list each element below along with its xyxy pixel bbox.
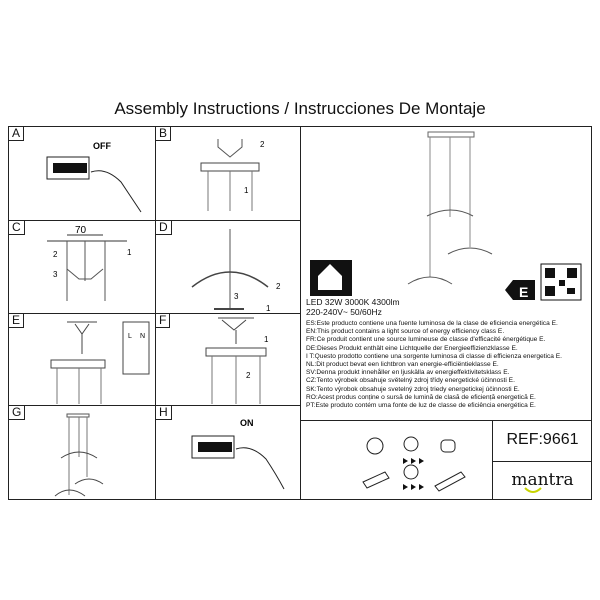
switch-off-illustration: OFF xyxy=(46,141,142,213)
statement: RO:Acest produs conține o sursă de lumin… xyxy=(306,393,536,401)
driver-replacement-icon xyxy=(434,471,466,492)
statement: SV:Denna produkt innehåller en ljuskälla… xyxy=(306,369,510,377)
svg-text:2: 2 xyxy=(276,282,281,291)
step-1: 1 xyxy=(244,186,249,195)
panel-label: H xyxy=(156,406,172,420)
dimension-70: 70 xyxy=(75,225,87,236)
off-text: OFF xyxy=(93,141,111,151)
driver-icon xyxy=(362,471,390,489)
statement: ES:Este producto contiene una fuente lum… xyxy=(306,320,558,327)
statement: FR:Ce produit contient une source lumine… xyxy=(306,336,546,344)
svg-text:1: 1 xyxy=(266,304,271,313)
svg-text:2: 2 xyxy=(246,371,251,380)
svg-text:L: L xyxy=(128,333,132,340)
svg-text:3: 3 xyxy=(53,270,58,279)
panel-label: A xyxy=(9,127,25,141)
product-illustration xyxy=(310,131,493,296)
technician-icon xyxy=(403,464,419,480)
panel-e: E L N xyxy=(8,313,156,406)
specs: LED 32W 3000K 4300lm 220-240V~ 50/60Hz xyxy=(306,297,400,317)
spec-power: LED 32W 3000K 4300lm xyxy=(306,297,400,307)
svg-text:3: 3 xyxy=(234,292,239,301)
panel-f: F 1 2 xyxy=(155,313,301,406)
statement: EN:This product contains a light source … xyxy=(306,328,505,336)
panel-label: F xyxy=(156,314,171,328)
recycling-icons xyxy=(362,436,466,492)
statement: PT:Este produto contém uma fonte de luz … xyxy=(306,402,536,410)
panel-a: A OFF xyxy=(8,126,156,221)
canopy-illustration: 2 1 xyxy=(200,139,265,211)
panel-b: B 2 1 xyxy=(155,126,301,221)
wiring-illustration: L N xyxy=(50,321,150,404)
on-text: ON xyxy=(240,418,254,428)
statement: SK:Tento výrobok obsahuje svetelný zdroj… xyxy=(306,385,520,393)
statement: I T:Questo prodotto contiene una sorgent… xyxy=(306,352,562,360)
svg-text:N: N xyxy=(140,333,145,340)
statement: CZ:Tento výrobek obsahuje světelný zdroj… xyxy=(306,377,515,385)
ceiling-mount-illustration: 70 2 3 1 xyxy=(47,225,132,301)
energy-label: E xyxy=(505,263,582,301)
panel-label: E xyxy=(9,314,25,328)
switch-on-illustration: ON xyxy=(191,418,285,490)
panel-label: D xyxy=(156,221,172,235)
brand-logo: mantra xyxy=(492,462,592,500)
technician-icon xyxy=(403,436,419,452)
reference-number: REF:9661 xyxy=(492,420,592,462)
divider xyxy=(300,420,592,421)
canopy-fix-illustration: 1 2 xyxy=(205,317,269,404)
panel-label: C xyxy=(9,221,25,235)
panel-label: G xyxy=(9,406,26,420)
panel-g: G xyxy=(8,405,156,500)
energy-class-arrow xyxy=(505,280,535,300)
spec-voltage: 220-240V~ 50/60Hz xyxy=(306,307,382,317)
energy-statements: ES:Este producto contiene una fuente lum… xyxy=(306,320,562,410)
step-2: 2 xyxy=(260,140,265,149)
led-icon xyxy=(440,439,456,453)
statement: DE:Dieses Produkt enthält eine Lichtquel… xyxy=(306,344,518,352)
svg-text:E: E xyxy=(519,284,528,300)
finished-lamp-illustration xyxy=(54,413,104,497)
shade-illustration: 2 3 1 xyxy=(191,229,281,313)
svg-text:2: 2 xyxy=(53,250,58,259)
page-title: Assembly Instructions / Instrucciones De… xyxy=(114,99,486,118)
panel-h: H ON xyxy=(155,405,301,500)
svg-text:1: 1 xyxy=(264,335,269,344)
broken-bulb-icon xyxy=(366,437,384,455)
svg-text:1: 1 xyxy=(127,248,132,257)
panel-d: D 2 3 1 xyxy=(155,220,301,314)
panel-c: C 70 2 3 1 xyxy=(8,220,156,314)
statement: NL:Dit product bevat een lichtbron van e… xyxy=(306,361,499,369)
logo-smile xyxy=(524,487,542,493)
panel-label: B xyxy=(156,127,172,141)
